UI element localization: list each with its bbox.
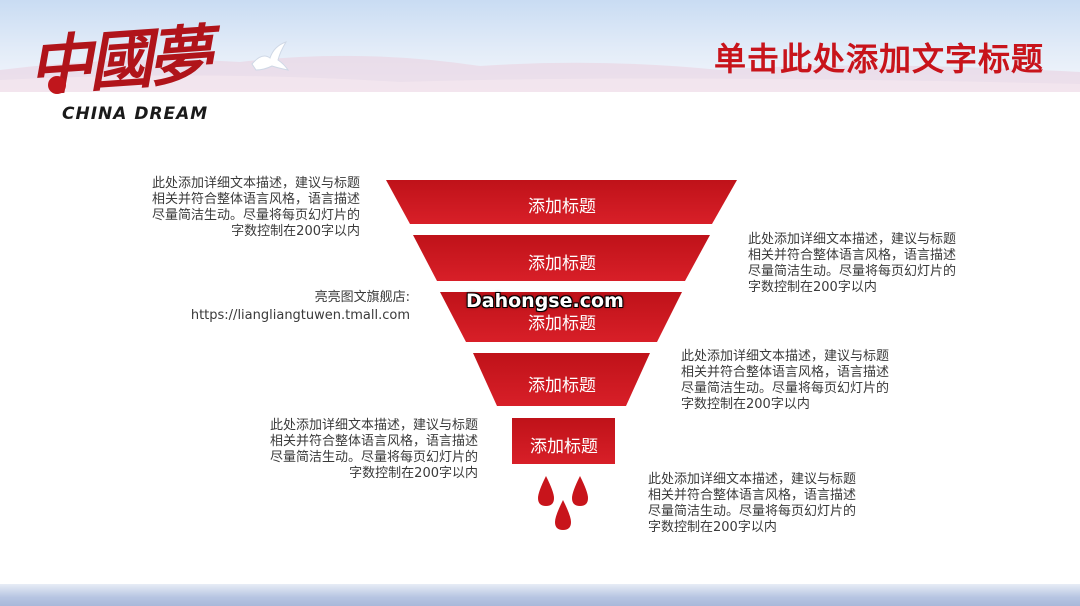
description-text-4: 此处添加详细文本描述，建议与标题 相关并符合整体语言风格，语言描述 尽量简洁生动… — [269, 418, 478, 481]
watermark-text: Dahongse.com — [466, 290, 624, 312]
logo-english-text: CHINA DREAM — [62, 104, 209, 124]
description-text-2: 此处添加详细文本描述，建议与标题 相关并符合整体语言风格，语言描述 尽量简洁生动… — [748, 232, 957, 295]
footer-banner — [0, 584, 1080, 606]
shop-name: 亮亮图文旗舰店: — [314, 290, 410, 305]
description-text-3: 此处添加详细文本描述，建议与标题 相关并符合整体语言风格，语言描述 尽量简洁生动… — [681, 349, 890, 412]
funnel-label-1: 添加标题 — [528, 197, 596, 217]
blood-drop-icon — [555, 500, 571, 530]
shop-credit: 亮亮图文旗舰店: https://liangliangtuwen.tmall.c… — [191, 289, 410, 325]
description-text-1: 此处添加详细文本描述，建议与标题 相关并符合整体语言风格，语言描述 尽量简洁生动… — [151, 176, 360, 239]
funnel-label-4: 添加标题 — [528, 376, 596, 396]
funnel-segment-5[interactable] — [512, 418, 615, 464]
page-title[interactable]: 单击此处添加文字标题 — [713, 40, 1044, 78]
china-dream-logo: 中國夢 CHINA DREAM — [26, 10, 258, 132]
funnel-segment-4[interactable] — [473, 353, 650, 406]
funnel-segment-2[interactable] — [413, 235, 710, 281]
funnel-label-5: 添加标题 — [530, 437, 598, 457]
funnel-segment-1[interactable] — [386, 180, 737, 224]
funnel-label-3: 添加标题 — [528, 314, 596, 334]
funnel-label-2: 添加标题 — [528, 254, 596, 274]
dove-icon — [251, 41, 290, 71]
blood-drop-icon — [572, 476, 588, 506]
header-banner — [0, 0, 1080, 92]
logo-seal-icon — [48, 76, 66, 94]
description-text-5: 此处添加详细文本描述，建议与标题 相关并符合整体语言风格，语言描述 尽量简洁生动… — [648, 472, 857, 535]
funnel-segment-3[interactable] — [440, 292, 682, 342]
shop-url[interactable]: https://liangliangtuwen.tmall.com — [190, 308, 410, 323]
blood-drop-icon — [538, 476, 554, 506]
